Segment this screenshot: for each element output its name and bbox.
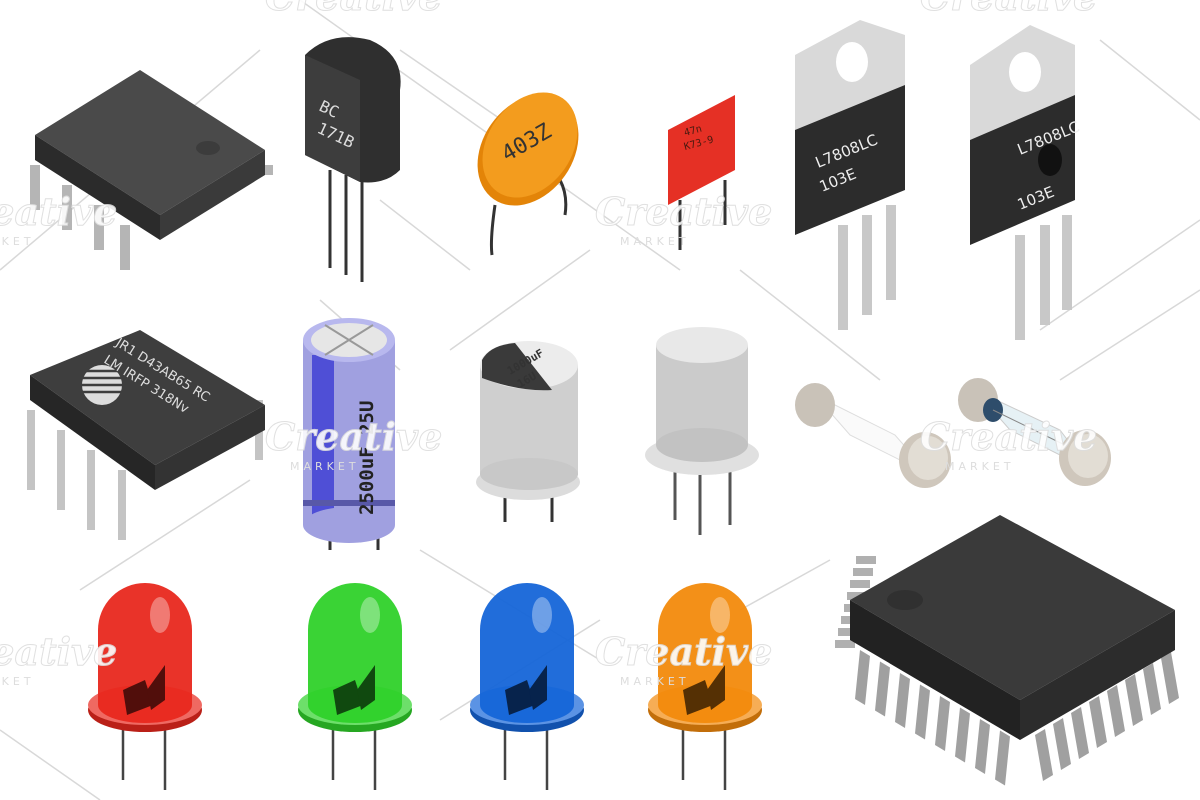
watermark-sub: MARKET bbox=[945, 460, 1015, 473]
qfp-pin bbox=[935, 696, 950, 751]
watermark-brand: Creative bbox=[595, 629, 772, 674]
smd-capacitor-1000uf: 1000uF 16U bbox=[476, 341, 580, 522]
dip-chip: JR1 D43AB65 RC LM IRFP 318Nv bbox=[27, 330, 265, 540]
qfp-pin bbox=[1143, 663, 1161, 715]
qfp-pin bbox=[875, 661, 890, 717]
watermark-brand: Creative bbox=[920, 0, 1097, 19]
qfp-pin bbox=[995, 730, 1010, 786]
led-group bbox=[88, 583, 762, 790]
watermark-brand: Creative bbox=[265, 0, 442, 19]
glass-fuse bbox=[958, 378, 1111, 486]
qfp-pin bbox=[1035, 729, 1053, 781]
qfp-pin bbox=[850, 580, 870, 588]
watermark-brand: Creative bbox=[265, 414, 442, 459]
electrolytic-capacitor-marking: 2500uF 25U bbox=[356, 401, 378, 515]
watermark-sub: MARKET bbox=[0, 235, 35, 248]
watermark-brand: Creative bbox=[0, 629, 117, 674]
qfp-pin bbox=[1071, 707, 1089, 759]
qfp-pin bbox=[835, 640, 855, 648]
transistor-bc171b: BC 171B bbox=[305, 37, 401, 282]
watermark-sub: MARKET bbox=[290, 460, 360, 473]
qfp-pin bbox=[847, 592, 867, 600]
voltage-regulator-1: L7808LC 103E bbox=[795, 20, 905, 330]
qfp-pin bbox=[853, 568, 873, 576]
metal-can-transistor bbox=[645, 327, 759, 535]
qfp-pin bbox=[855, 650, 870, 705]
qfp-pin bbox=[955, 707, 970, 763]
watermark-sub: MARKET bbox=[0, 675, 35, 688]
qfp-pin bbox=[1161, 652, 1179, 704]
electrolytic-capacitor-2500uf: 2500uF 25U bbox=[303, 318, 395, 550]
film-capacitor-47n: 47n K73-9 bbox=[668, 95, 735, 250]
qfp-pin bbox=[915, 684, 930, 740]
led-3 bbox=[470, 583, 584, 790]
qfp-pin bbox=[895, 673, 910, 728]
qfp-chip bbox=[835, 515, 1179, 786]
qfp-pin bbox=[856, 556, 876, 564]
ceramic-fuse bbox=[795, 383, 951, 488]
qfp-pin bbox=[838, 628, 858, 636]
led-4 bbox=[648, 583, 762, 790]
watermark-brand: Creative bbox=[0, 189, 117, 234]
qfp-pin bbox=[1053, 718, 1071, 770]
led-1 bbox=[88, 583, 202, 790]
led-2 bbox=[298, 583, 412, 790]
soic-chip bbox=[30, 70, 273, 270]
watermark-brand: Creative bbox=[920, 414, 1097, 459]
watermark-sub: MARKET bbox=[620, 675, 690, 688]
ceramic-capacitor-403z: 403Z bbox=[477, 92, 579, 256]
qfp-pin bbox=[975, 719, 990, 774]
voltage-regulator-2: L7808LC 103E bbox=[970, 25, 1082, 340]
film-capacitor-marking-line1: 47n bbox=[683, 124, 703, 139]
watermark-brand: Creative bbox=[595, 189, 772, 234]
qfp-pin bbox=[1089, 696, 1107, 748]
qfp-pin bbox=[1125, 674, 1143, 726]
watermark-sub: MARKET bbox=[620, 235, 690, 248]
qfp-pin bbox=[1107, 685, 1125, 737]
